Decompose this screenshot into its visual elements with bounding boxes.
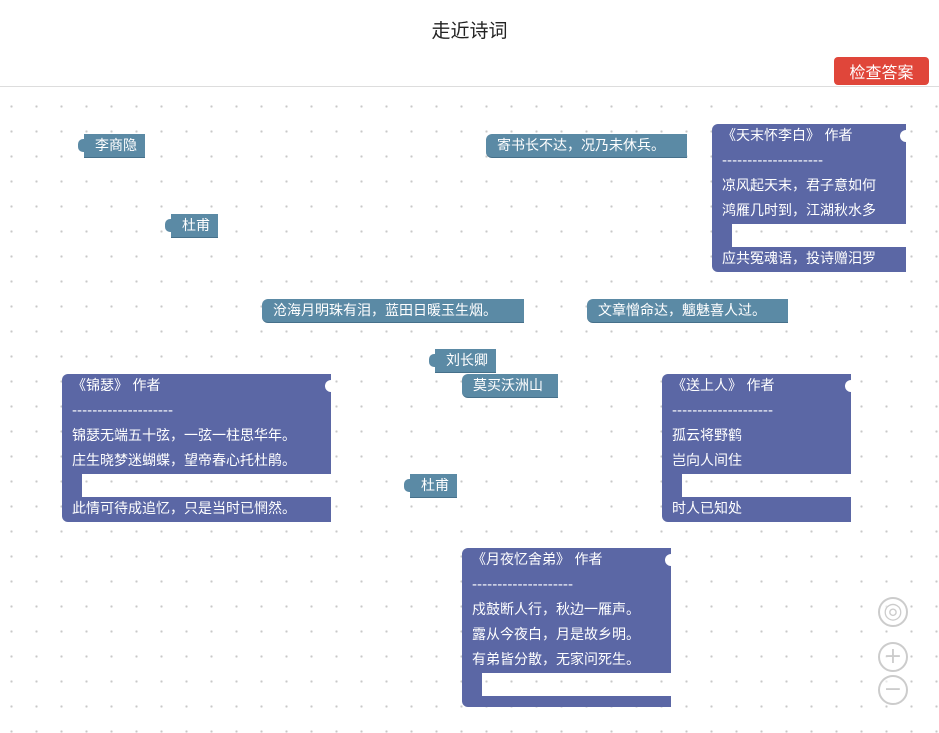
poem-block[interactable]: 《天末怀李白》 作者 -------------------- 凉风起天末，君子…: [712, 124, 907, 272]
statement-input-slot[interactable]: [462, 673, 671, 696]
poem-line: 岂向人间住: [672, 453, 742, 469]
poem-line: 鸿雁几时到，江湖秋水多: [722, 203, 876, 219]
poem-line: 时人已知处: [672, 501, 742, 517]
value-block[interactable]: 杜甫: [165, 214, 218, 238]
value-block[interactable]: 文章憎命达，魑魅喜人过。: [587, 299, 788, 323]
value-block[interactable]: 刘长卿: [429, 349, 496, 373]
value-block[interactable]: 莫买沃洲山: [462, 374, 558, 398]
poem-header: 《月夜忆舍弟》 作者: [472, 552, 603, 568]
poem-line: 锦瑟无端五十弦，一弦一柱思华年。: [72, 428, 296, 444]
poem-line: 此情可待成追忆，只是当时已惘然。: [72, 501, 296, 517]
poem-block[interactable]: 《送上人》 作者 -------------------- 孤云将野鹤 岂向人间…: [662, 374, 852, 522]
value-block[interactable]: 寄书长不达，况乃未休兵。: [486, 134, 687, 158]
value-block[interactable]: 沧海月明珠有泪，蓝田日暖玉生烟。: [262, 299, 524, 323]
recenter-icon[interactable]: ◎: [878, 597, 908, 627]
statement-input-slot[interactable]: [62, 474, 331, 497]
divider: --------------------: [672, 403, 774, 419]
poem-header: 《天末怀李白》 作者: [722, 128, 853, 144]
divider: --------------------: [472, 577, 574, 593]
header: 走近诗词 检查答案: [0, 0, 939, 87]
divider: --------------------: [722, 153, 824, 169]
divider: --------------------: [72, 403, 174, 419]
zoom-out-icon[interactable]: −: [878, 675, 908, 705]
value-block[interactable]: 杜甫: [404, 474, 457, 498]
poem-line: 应共冤魂语，投诗赠汨罗: [722, 251, 876, 267]
check-answer-button[interactable]: 检查答案: [834, 57, 929, 85]
poem-line: 孤云将野鹤: [672, 428, 742, 444]
poem-line: 戍鼓断人行，秋边一雁声。: [472, 602, 640, 618]
poem-line: 露从今夜白，月是故乡明。: [472, 627, 640, 643]
statement-input-slot[interactable]: [712, 224, 906, 247]
value-block[interactable]: 李商隐: [78, 134, 145, 158]
poem-block[interactable]: 《月夜忆舍弟》 作者 -------------------- 戍鼓断人行，秋边…: [462, 548, 672, 707]
statement-input-slot[interactable]: [662, 474, 851, 497]
poem-line: 有弟皆分散，无家问死生。: [472, 652, 640, 668]
poem-line: 庄生晓梦迷蝴蝶，望帝春心托杜鹃。: [72, 453, 296, 469]
poem-block[interactable]: 《锦瑟》 作者 -------------------- 锦瑟无端五十弦，一弦一…: [62, 374, 332, 522]
poem-line: 凉风起天末，君子意如何: [722, 178, 876, 194]
page-title: 走近诗词: [431, 20, 508, 42]
poem-header: 《锦瑟》 作者: [72, 378, 161, 394]
poem-header: 《送上人》 作者: [672, 378, 775, 394]
zoom-in-icon[interactable]: +: [878, 642, 908, 672]
